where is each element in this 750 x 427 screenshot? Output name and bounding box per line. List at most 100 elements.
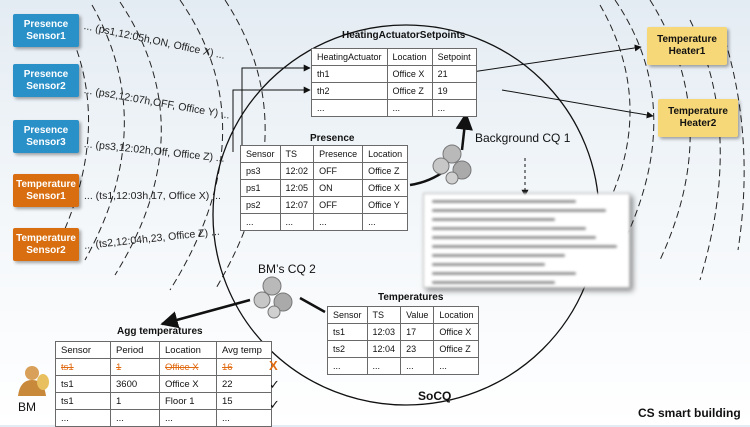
temperatures-title: Temperatures: [378, 292, 444, 303]
table-row: ts1 12:03 17 Office X: [327, 323, 480, 341]
table-header: Setpoint: [431, 48, 477, 66]
temperatures-table: Sensor TS Value Location ts1 12:03 17 Of…: [327, 306, 480, 375]
table-cell: 16: [216, 358, 272, 376]
table-header: Period: [110, 341, 160, 359]
table-cell: ts1: [55, 375, 111, 393]
bm-person-icon: [18, 366, 49, 396]
table-header-row: Sensor Period Location Avg temp: [55, 341, 272, 359]
table-cell: 21: [431, 65, 477, 83]
table-cell: 1: [110, 358, 160, 376]
setpoints-table: HeatingActuator Location Setpoint th1 Of…: [311, 48, 477, 117]
table-cell: ...: [400, 357, 435, 375]
table-cell: th1: [311, 65, 388, 83]
table-header: Sensor: [327, 306, 368, 324]
table-cell: ...: [159, 409, 217, 427]
presence-title: Presence: [310, 133, 355, 144]
table-row: ps2 12:07 OFF Office Y: [240, 196, 409, 214]
presence-table: Sensor TS Presence Location ps3 12:02 OF…: [240, 145, 409, 231]
background-cq-label: Background CQ 1: [475, 131, 571, 145]
table-header-row: HeatingActuator Location Setpoint: [311, 48, 477, 66]
table-row: ... ... ... ...: [240, 213, 409, 231]
presence-sensor-1: Presence Sensor1: [13, 14, 79, 47]
table-cell: OFF: [313, 162, 364, 180]
table-cell: ts1: [327, 323, 368, 341]
table-header: Avg temp: [216, 341, 272, 359]
table-cell: Office Y: [362, 196, 409, 214]
table-header: Sensor: [240, 145, 281, 163]
table-cell: Floor 1: [159, 392, 217, 410]
agg-table: Sensor Period Location Avg temp ts1 1 Of…: [55, 341, 272, 427]
table-header: Sensor: [55, 341, 111, 359]
table-cell: Office Z: [386, 82, 433, 100]
table-cell: 17: [400, 323, 435, 341]
table-cell: ON: [313, 179, 364, 197]
table-cell: 1: [110, 392, 160, 410]
table-header: Location: [362, 145, 409, 163]
table-cell: Office X: [386, 65, 433, 83]
table-cell: Office Z: [433, 340, 480, 358]
reject-mark: X: [269, 358, 278, 373]
table-cell: ...: [240, 213, 281, 231]
table-cell: 12:07: [279, 196, 315, 214]
presence-sensor-3: Presence Sensor3: [13, 120, 79, 153]
table-cell: ...: [362, 213, 409, 231]
table-header: Value: [400, 306, 435, 324]
table-row: ts1 1 Floor 1 15: [55, 392, 272, 410]
table-row: ts2 12:04 23 Office Z: [327, 340, 480, 358]
table-header: Presence: [313, 145, 364, 163]
footer-caption: CS smart building: [638, 406, 741, 420]
cq1-gear-icon: [432, 144, 472, 185]
table-cell: 22: [216, 375, 272, 393]
table-row: th2 Office Z 19: [311, 82, 477, 100]
table-cell: ...: [313, 213, 364, 231]
table-cell: Office X: [159, 358, 217, 376]
table-cell: Office X: [433, 323, 480, 341]
presence-sensor-2: Presence Sensor2: [13, 64, 79, 97]
table-cell: 23: [400, 340, 435, 358]
temperature-heater-2: Temperature Heater2: [658, 99, 738, 137]
table-cell: ...: [110, 409, 160, 427]
table-header: TS: [366, 306, 402, 324]
table-row: ps1 12:05 ON Office X: [240, 179, 409, 197]
table-cell: ts1: [55, 392, 111, 410]
agg-title: Agg temperatures: [117, 326, 203, 337]
table-cell: ...: [433, 357, 480, 375]
table-row: ts1 3600 Office X 22: [55, 375, 272, 393]
table-header: Location: [433, 306, 480, 324]
table-cell: ...: [279, 213, 315, 231]
socq-label: SoCQ: [418, 389, 452, 403]
accept-mark: ✓: [269, 397, 280, 412]
table-row: ts1 1 Office X 16: [55, 358, 272, 376]
setpoints-title: HeatingActuatorSetpoints: [342, 30, 466, 41]
table-cell: Office X: [159, 375, 217, 393]
temperature-heater-1: Temperature Heater1: [647, 27, 727, 65]
table-row: ... ... ...: [311, 99, 477, 117]
table-header-row: Sensor TS Presence Location: [240, 145, 409, 163]
temperature-sensor-1: Temperature Sensor1: [13, 174, 79, 207]
table-header-row: Sensor TS Value Location: [327, 306, 480, 324]
bm-cq-label: BM’s CQ 2: [258, 262, 316, 276]
table-cell: ...: [386, 99, 433, 117]
table-cell: OFF: [313, 196, 364, 214]
table-cell: 12:02: [279, 162, 315, 180]
table-cell: 3600: [110, 375, 160, 393]
table-header: Location: [386, 48, 433, 66]
table-cell: ...: [55, 409, 111, 427]
table-cell: ...: [366, 357, 402, 375]
table-cell: th2: [311, 82, 388, 100]
table-cell: 15: [216, 392, 272, 410]
temperature-sensor-2: Temperature Sensor2: [13, 228, 79, 261]
table-cell: 12:03: [366, 323, 402, 341]
table-row: th1 Office X 21: [311, 65, 477, 83]
table-row: ps3 12:02 OFF Office Z: [240, 162, 409, 180]
table-cell: Office Z: [362, 162, 409, 180]
table-cell: 12:05: [279, 179, 315, 197]
table-cell: ...: [327, 357, 368, 375]
table-cell: Office X: [362, 179, 409, 197]
table-cell: ps3: [240, 162, 281, 180]
table-header: TS: [279, 145, 315, 163]
table-cell: ...: [216, 409, 272, 427]
table-cell: ...: [311, 99, 388, 117]
table-cell: ps1: [240, 179, 281, 197]
